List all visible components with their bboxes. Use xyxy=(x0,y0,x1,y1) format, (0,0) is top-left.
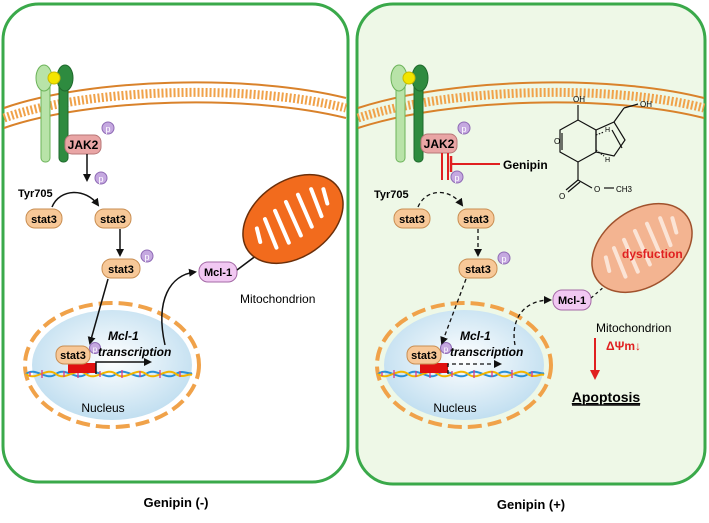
stat3-nucleus-left-label: stat3 xyxy=(60,350,86,362)
molecule-o-ester: O xyxy=(594,185,600,194)
phospho-stat3a-left-label: p xyxy=(98,174,103,184)
stat3-nucleus-right xyxy=(406,345,442,365)
tyr705-left: Tyr705 xyxy=(18,188,53,200)
phospho-stat3b-right xyxy=(497,251,511,265)
ligand-left xyxy=(47,71,61,85)
nucleus-left-label: Nucleus xyxy=(81,401,124,415)
mitochondrion-left xyxy=(242,173,344,265)
molecule-ch3: CH3 xyxy=(616,185,633,194)
jak2-right xyxy=(420,133,458,154)
nucleus-right xyxy=(384,310,544,420)
stat3-right-3 xyxy=(458,258,498,279)
arrow-stat3-activation-left xyxy=(51,191,100,208)
dna-right xyxy=(377,363,545,378)
nuclear-envelope-left xyxy=(23,301,201,429)
stat3-right-2-label: stat3 xyxy=(463,214,489,226)
nuclear-envelope-right xyxy=(375,301,553,429)
arrow-transcription-left xyxy=(95,358,152,374)
mcl1-protein-right xyxy=(552,289,592,311)
molecule-o-carbonyl: O xyxy=(559,192,565,201)
stat3-left-1-label: stat3 xyxy=(31,214,57,226)
phospho-nucleus-right-label: p xyxy=(444,345,449,354)
transcription-left: transcription xyxy=(98,345,171,359)
nucleus-right-label: Nucleus xyxy=(433,401,476,415)
stat3-right-2 xyxy=(457,208,495,229)
caption-left: Genipin (-) xyxy=(144,495,209,510)
receptor-right xyxy=(390,64,429,163)
molecule-h2: H xyxy=(605,157,610,164)
promoter-left xyxy=(68,363,96,373)
stat3-left-2-label: stat3 xyxy=(100,214,126,226)
arrow-stat3-to-nucleus-right xyxy=(440,278,467,345)
stat3-nucleus-right-label: stat3 xyxy=(411,350,437,362)
caption-right: Genipin (+) xyxy=(497,497,565,512)
dna-left xyxy=(25,363,193,378)
phospho-jak2-left xyxy=(101,121,115,135)
arrow-to-mcl1-right xyxy=(513,296,552,346)
molecule-h1: H xyxy=(605,127,610,134)
jak2-right-label: JAK2 xyxy=(424,137,455,151)
arrow-stat3-to-nucleus-left xyxy=(87,278,109,345)
arrow-transcription-right xyxy=(447,360,502,374)
mcl1-protein-left xyxy=(198,261,238,283)
mcl1-gene-right: Mcl-1 xyxy=(460,329,491,343)
transcription-right: transcription xyxy=(450,345,523,359)
jak2-left-label: JAK2 xyxy=(68,138,99,152)
mitochondrion-right xyxy=(591,202,693,294)
stat3-left-2 xyxy=(94,208,132,229)
jak2-left xyxy=(64,134,102,155)
phospho-nucleus-left-label: p xyxy=(93,345,98,354)
panel-left: JAK2 p p Tyr705 stat3 stat3 stat3 p Nucl… xyxy=(1,2,350,484)
genipin-label: Genipin xyxy=(503,158,548,172)
phospho-stat3a-right-label: p xyxy=(454,173,459,183)
panel-right: JAK2 p Genipin p Tyr705 OH xyxy=(355,2,707,486)
mitochondrion-left-label: Mitochondrion xyxy=(240,292,315,306)
molecule-o-ring: O xyxy=(554,137,560,146)
mitochondrion-right-label: Mitochondrion xyxy=(596,321,671,335)
phospho-jak2-right xyxy=(457,121,471,135)
molecule-ch2oh: OH xyxy=(640,100,652,109)
stat3-right-1-label: stat3 xyxy=(399,214,425,226)
phospho-stat3b-right-label: p xyxy=(501,254,506,264)
mcl1-gene-left: Mcl-1 xyxy=(108,329,139,343)
dysfunction-label: dysfuction xyxy=(622,247,683,261)
mcl1-protein-right-label: Mcl-1 xyxy=(558,295,586,307)
stat3-right-3-label: stat3 xyxy=(465,264,491,276)
phospho-stat3b-left-label: p xyxy=(144,252,149,262)
phospho-stat3a-right xyxy=(450,170,464,184)
stat3-nucleus-left xyxy=(55,345,91,365)
nucleus-left xyxy=(32,310,192,420)
stat3-left-3 xyxy=(101,258,141,279)
mcl1-protein-left-label: Mcl-1 xyxy=(204,267,232,279)
phospho-stat3b-left xyxy=(140,249,154,263)
promoter-right xyxy=(420,363,448,373)
arrow-to-mcl1-left xyxy=(161,268,197,346)
inhibit-mito-right xyxy=(590,279,613,299)
phospho-jak2-left-label: p xyxy=(105,124,110,134)
stat3-left-1 xyxy=(25,208,63,229)
delta-psi-label: ΔΨm↓ xyxy=(606,339,641,353)
stat3-right-1 xyxy=(393,208,431,229)
phospho-stat3a-left xyxy=(94,171,108,185)
tyr705-right: Tyr705 xyxy=(374,189,409,201)
molecule-oh: OH xyxy=(573,95,585,104)
stat3-left-3-label: stat3 xyxy=(108,264,134,276)
ligand-right xyxy=(402,71,416,85)
phospho-jak2-right-label: p xyxy=(461,124,466,134)
apoptosis-label: Apoptosis xyxy=(572,389,641,405)
genipin-structure-icon xyxy=(559,103,639,193)
